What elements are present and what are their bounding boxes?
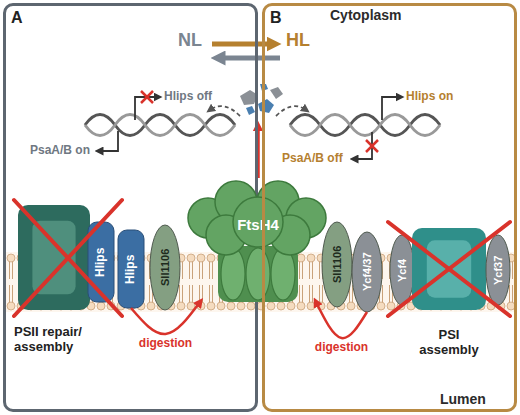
cross-stroke [366,140,378,152]
node-label: PSI assembly [409,328,489,358]
protein-subunit: Hlips [88,222,114,302]
fragment [246,106,255,115]
subunit-shape [118,230,144,308]
inhibition-cross [388,222,510,316]
compartment-label: Cytoplasm [330,8,402,23]
node-label: Sll1106 [322,222,352,307]
node-outline [412,228,486,310]
complex-core [427,240,471,297]
subunit-shape [322,222,352,307]
dna-strand [290,115,440,136]
dna-strand [85,115,235,136]
dna-strand [85,115,235,136]
protein-subunit: Ycf4/37 [352,232,382,312]
edge-label: digestion [139,337,192,350]
panel: BSll1106Ycf4/37Ycf4PSI assemblyYcf37 [262,3,517,412]
dna-helix [290,115,440,136]
complex-core [32,221,75,295]
complex-shape [18,205,90,310]
node-label: Ycf4 [390,235,414,305]
shift-arrow [218,56,280,61]
off-cross [366,140,378,152]
node-label: Ycf37 [486,235,510,305]
cross-stroke [141,91,153,103]
node-label: Hlips [88,222,114,302]
promoter-arrow [382,97,400,120]
node-label: Hlips [118,230,144,308]
cross-stroke [141,91,153,103]
protease-complex: FtsH4 [178,180,338,302]
protein-subunit: Ycf37 [486,235,510,305]
gene-label: Hlips off [164,90,212,103]
node-label: Ycf4/37 [352,232,382,312]
cross-stroke [366,140,378,152]
digestion-arrow [131,302,200,334]
gene-label: PsaA/B on [30,144,90,157]
node-label: Sll1106 [150,225,180,310]
gene-label: Hlips on [406,90,453,103]
promoter-arrow [354,132,372,159]
fragment [270,87,283,99]
transmembrane-helix [271,248,295,300]
digestion-arrow [316,302,367,338]
protein-subunit: Ycf4 [390,235,414,305]
subunit-shape [352,232,382,312]
gene-label: PsaA/B off [282,152,343,165]
dna-strand [290,115,440,136]
hexamer-shape [188,181,326,302]
node-label: FtsH4 [178,216,338,233]
condition-label: HL [286,31,310,51]
node-outline [18,205,90,310]
node-label: PSII repair/ assembly [14,325,114,355]
subunit-shape [390,235,414,305]
subunit-shape [150,225,180,310]
cross-stroke [388,222,510,316]
photosystem-complex: PSII repair/ assembly [18,205,90,310]
off-cross [141,91,153,103]
dna-helix [85,115,235,136]
promoter-arrow [135,97,158,120]
cross-stroke [14,200,122,316]
fragment [258,99,274,113]
node-outline [178,180,338,302]
protein-subunit: Sll1106 [322,222,352,307]
photosystem-complex: PSI assembly [412,228,486,310]
node-label: A [11,9,23,27]
cross-stroke [388,222,510,316]
transmembrane-helix [246,248,270,300]
edge-label: digestion [315,341,368,354]
node-label: B [270,9,282,27]
compartment-label: Lumen [440,392,486,407]
edge-layer [131,302,367,338]
cross-stroke [14,200,122,316]
inhibition-cross [14,200,122,316]
promoter-arrow [99,131,118,151]
subunit-shape [88,222,114,302]
complex-shape [412,228,486,310]
protein-subunit: Hlips [118,230,144,308]
protein-subunit: Sll1106 [150,225,180,310]
subunit-shape [486,235,510,305]
transmembrane-helix [221,248,245,300]
condition-label: NL [178,31,202,51]
